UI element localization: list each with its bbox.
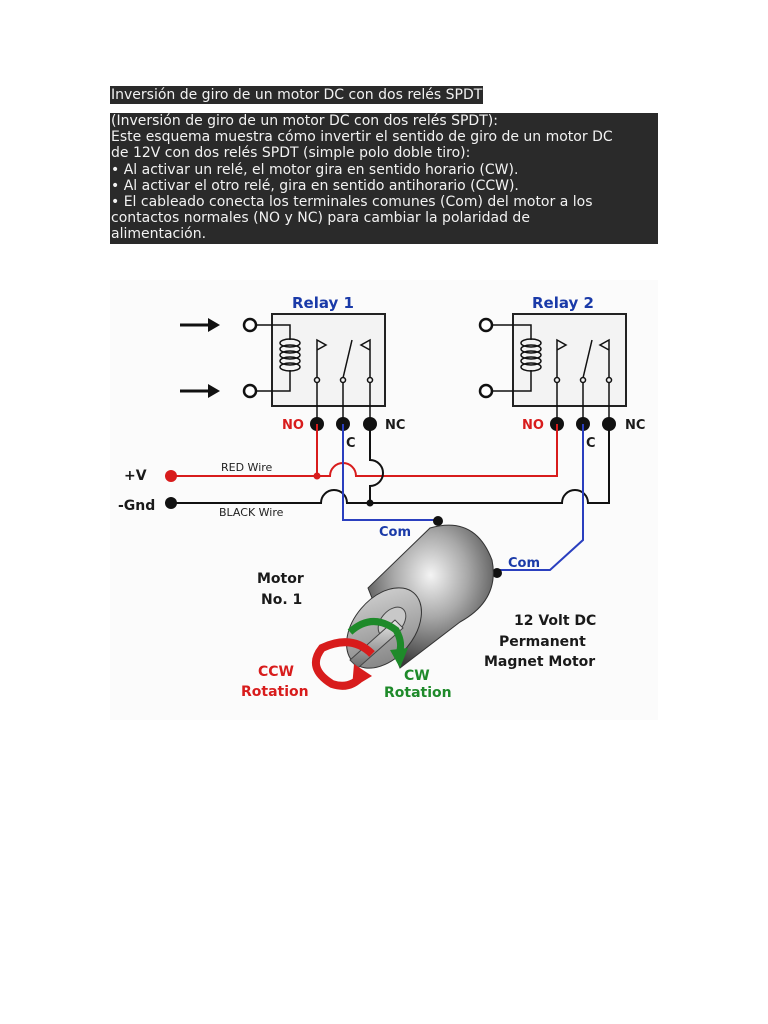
coil-icon	[279, 338, 301, 372]
description-line: (Inversión de giro de un motor DC con do…	[111, 113, 498, 129]
input-arrow-icon	[208, 384, 220, 398]
coil-terminal	[478, 317, 494, 333]
coil-lead	[256, 324, 291, 392]
coil-lead	[492, 324, 532, 392]
relay-1-box	[271, 313, 386, 407]
relay-motor-diagram: Relay 1 NO NC C	[110, 280, 658, 720]
input-arrow-icon	[208, 318, 220, 332]
motor-desc-line1: 12 Volt DC	[514, 613, 596, 629]
motor-desc-line2: Permanent	[499, 634, 586, 650]
relay-2-label: Relay 2	[532, 294, 594, 312]
ccw-arrow-icon	[311, 638, 375, 690]
description-line: contactos normales (NO y NC) para cambia…	[111, 210, 530, 227]
black-wire-label: BLACK Wire	[219, 506, 284, 519]
com-label-2: Com	[508, 556, 540, 571]
gnd-terminal	[165, 497, 177, 509]
description-line: alimentación.	[111, 226, 207, 243]
description-line: • Al activar el otro relé, gira en senti…	[111, 177, 519, 194]
black-wire	[171, 424, 610, 504]
relay-2-box	[512, 313, 627, 407]
gnd-label: -Gnd	[118, 498, 155, 514]
plus-v-terminal	[165, 470, 177, 482]
motor-name-line1: Motor	[257, 571, 304, 587]
motor-terminal	[433, 516, 443, 526]
com-wire-2	[498, 424, 584, 571]
cw-label-line2: Rotation	[384, 685, 452, 701]
cw-arrow-icon	[347, 618, 405, 658]
com-label-1: Com	[379, 525, 411, 540]
com-wire-1	[342, 424, 438, 521]
description-line: • Al activar un relé, el motor gira en s…	[111, 161, 519, 178]
ccw-arrow-icon	[352, 664, 372, 688]
ccw-label-line1: CCW	[258, 664, 294, 680]
junction-dot	[366, 499, 374, 507]
cw-label-line1: CW	[404, 668, 430, 684]
motor-name-line2: No. 1	[261, 592, 302, 608]
description-line: Este esquema muestra cómo invertir el se…	[111, 129, 613, 146]
relay-1-label: Relay 1	[292, 294, 354, 312]
coil-terminal	[242, 383, 258, 399]
nc-label: NC	[385, 418, 405, 433]
page-title: Inversión de giro de un motor DC con dos…	[110, 86, 484, 104]
cw-arrow-icon	[390, 648, 408, 668]
motor-terminal	[492, 568, 502, 578]
nc-label: NC	[625, 418, 645, 433]
no-label: NO	[522, 418, 544, 433]
relay-2: Relay 2 NO NC C	[478, 294, 645, 451]
coil-icon	[520, 338, 542, 372]
description-line: • El cableado conecta los terminales com…	[111, 194, 593, 211]
c-label: C	[586, 436, 596, 451]
coil-terminal	[478, 383, 494, 399]
junction-dot	[313, 472, 321, 480]
plus-v-label: +V	[124, 468, 147, 484]
ccw-label-line2: Rotation	[241, 684, 309, 700]
c-label: C	[346, 436, 356, 451]
description-line: de 12V con dos relés SPDT (simple polo d…	[111, 145, 471, 162]
description-block: (Inversión de giro de un motor DC con do…	[110, 113, 658, 244]
red-wire-label: RED Wire	[221, 461, 273, 474]
coil-terminal	[242, 317, 258, 333]
motor-desc-line3: Magnet Motor	[484, 654, 595, 670]
no-label: NO	[282, 418, 304, 433]
